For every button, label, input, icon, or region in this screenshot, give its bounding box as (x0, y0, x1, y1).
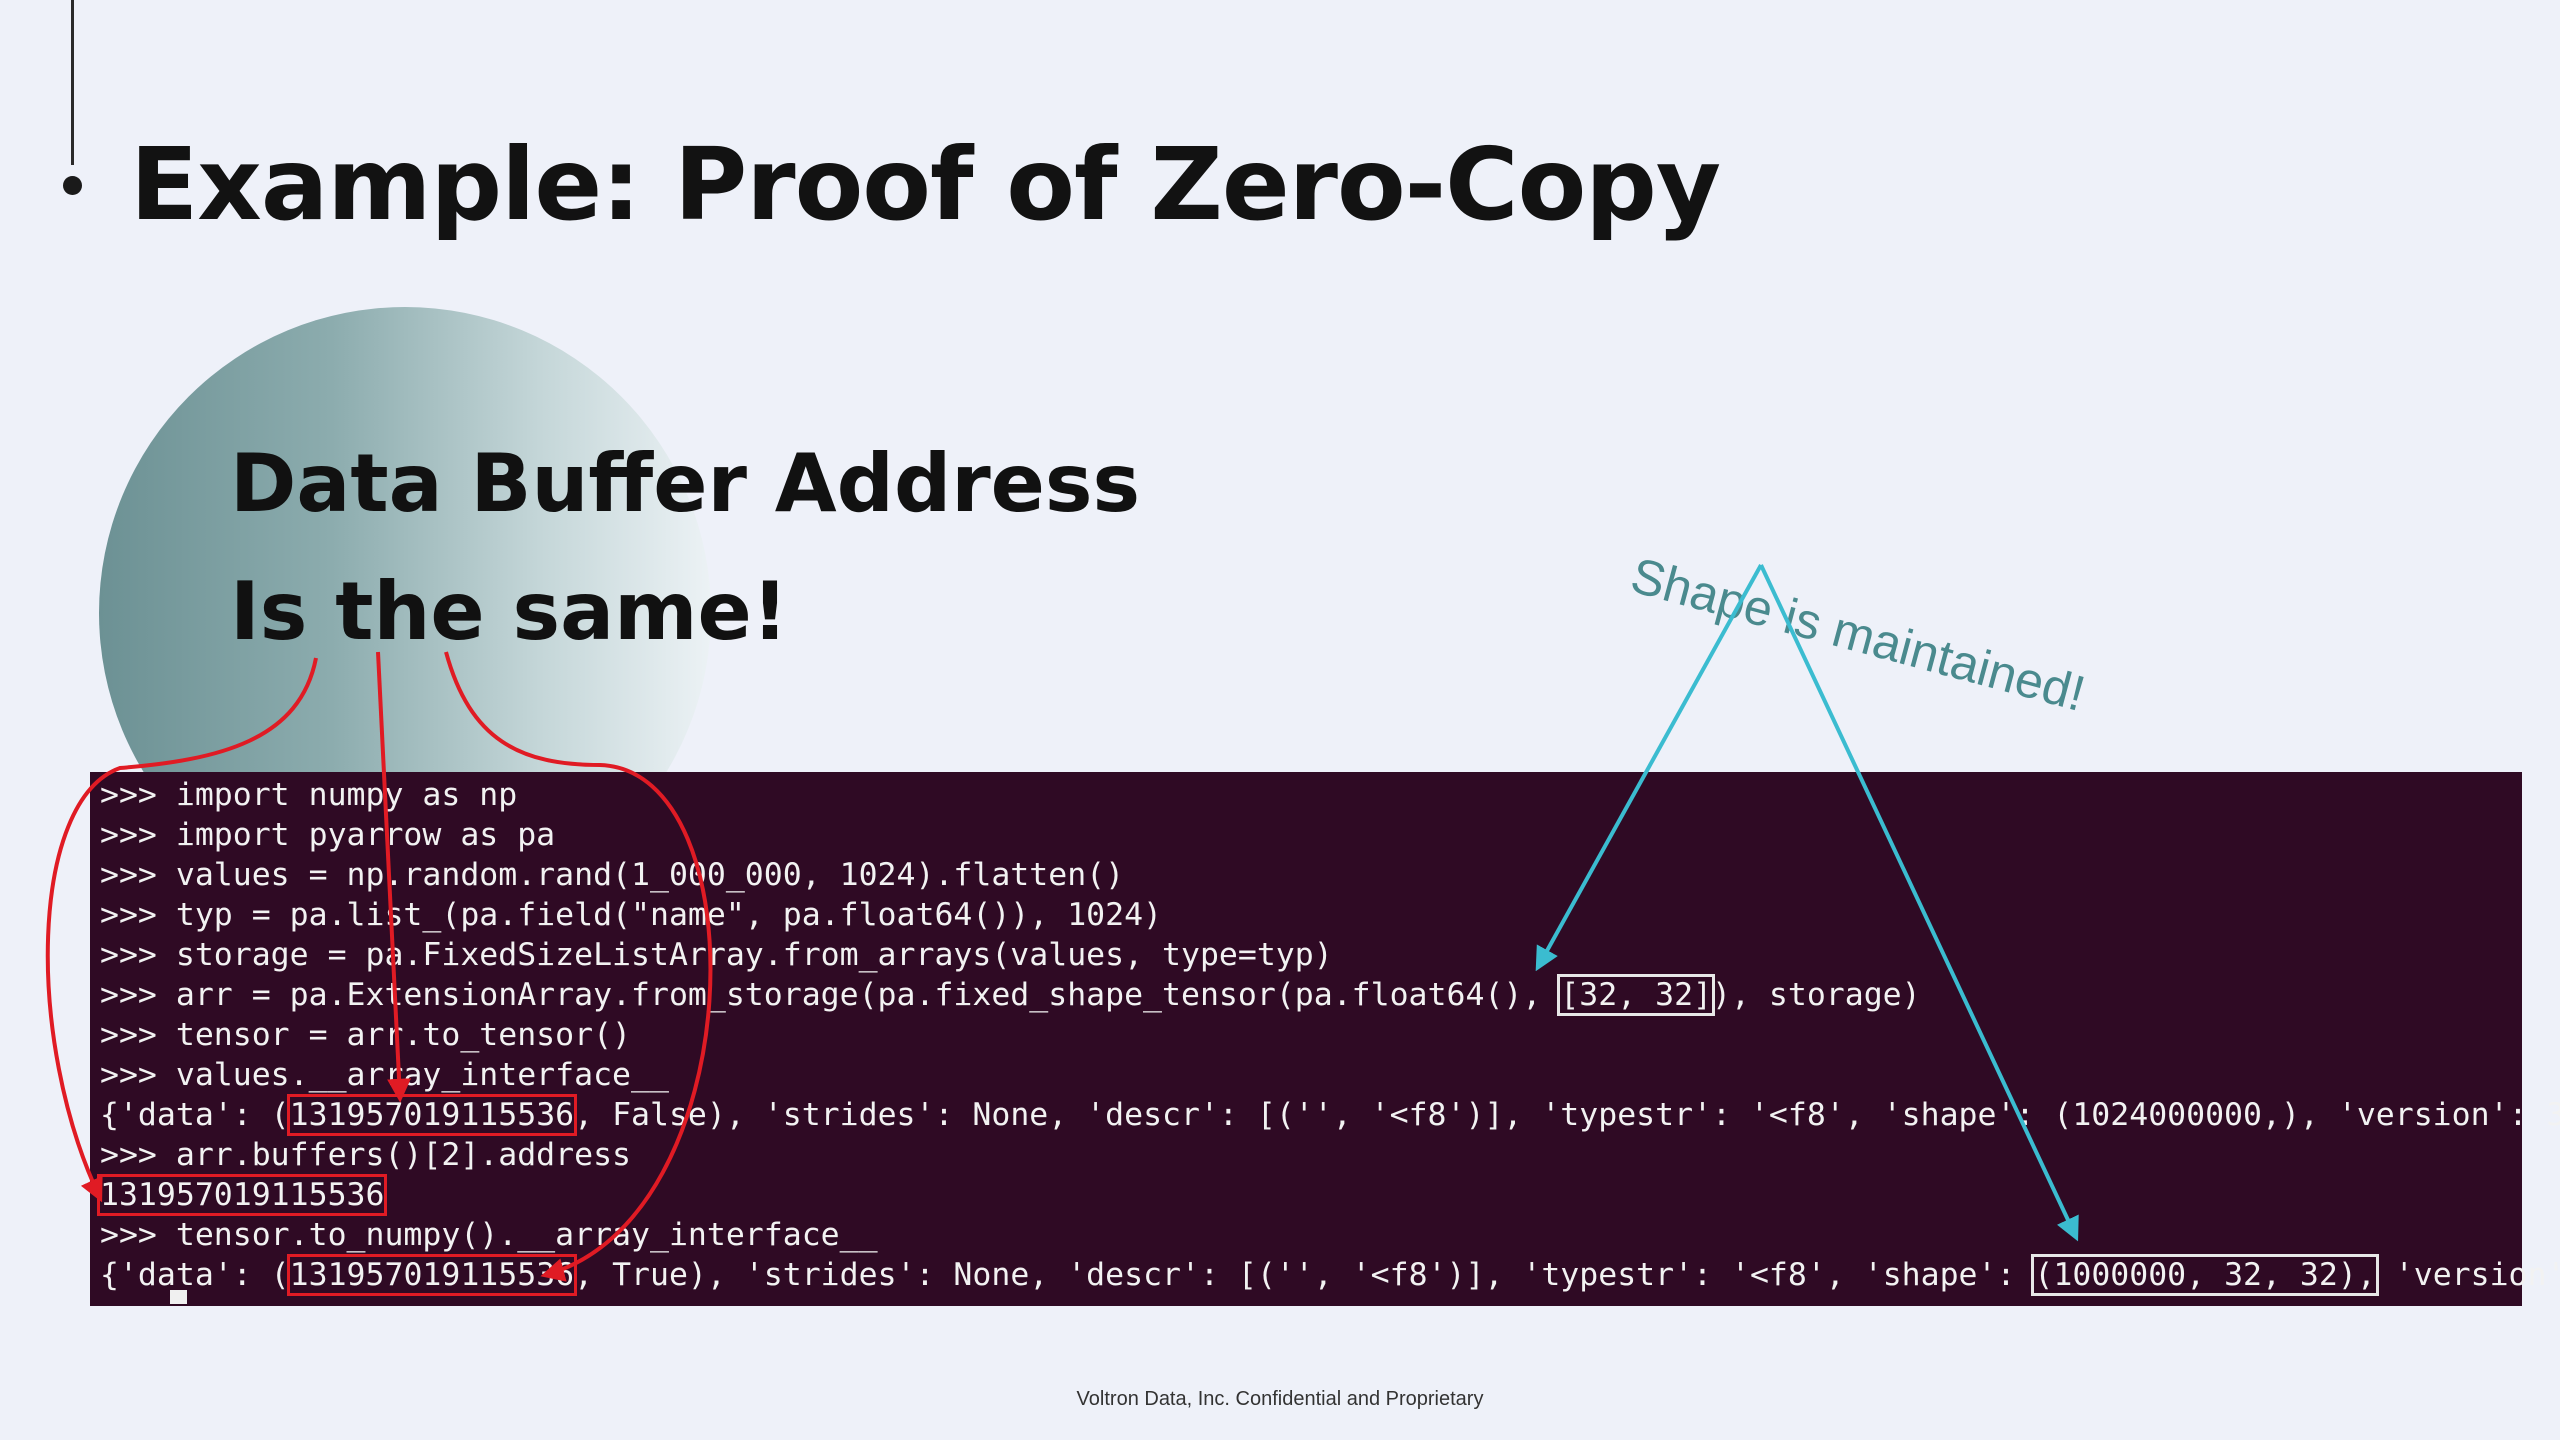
terminal-line-3: >>> values = np.random.rand(1_000_000, 1… (100, 855, 1124, 895)
terminal-line-6: >>> arr = pa.ExtensionArray.from_storage… (100, 974, 1921, 1016)
terminal-cursor (170, 1290, 187, 1304)
footer-text: Voltron Data, Inc. Confidential and Prop… (1076, 1388, 1484, 1410)
terminal-line-12: >>> tensor.to_numpy().__array_interface_… (100, 1215, 878, 1255)
code-text: >>> tensor = arr.to_tensor() (100, 1017, 632, 1053)
teal-arrow-to-output-shape (1759, 564, 2079, 1242)
heading-line-2: Is the same! (230, 565, 789, 658)
code-text: >>> import pyarrow as pa (100, 817, 556, 853)
timeline-dot (63, 176, 82, 195)
terminal-window[interactable]: >>> import numpy as np >>> import pyarro… (90, 772, 2560, 1306)
code-text: >>> values = np.random.rand(1_000_000, 1… (100, 857, 1125, 893)
code-text: >>> tensor.to_numpy().__array_interface_… (100, 1217, 878, 1253)
code-text: , True), 'strides': None, 'descr': [('',… (574, 1257, 2035, 1293)
address-highlight-arrow: 131957019115536 (96, 1174, 388, 1216)
terminal-line-8: >>> values.__array_interface__ (100, 1055, 669, 1095)
code-text: ), storage) (1712, 977, 1921, 1013)
code-text: 'version': 3} (2394, 1257, 2560, 1293)
code-text: >>> values.__array_interface__ (100, 1057, 669, 1093)
code-text: , False), 'strides': None, 'descr': [(''… (574, 1097, 2560, 1133)
timeline-line (71, 0, 74, 165)
code-text: >>> arr = pa.ExtensionArray.from_storage… (100, 977, 1561, 1013)
shape-highlight-input: [32, 32] (1557, 974, 1715, 1016)
code-text: >>> typ = pa.list_(pa.field("name", pa.f… (100, 897, 1163, 933)
code-text: >>> arr.buffers()[2].address (100, 1137, 632, 1173)
terminal-line-10: >>> arr.buffers()[2].address (100, 1135, 631, 1175)
code-text: >>> storage = pa.FixedSizeListArray.from… (100, 937, 1333, 973)
terminal-line-7: >>> tensor = arr.to_tensor() (100, 1015, 631, 1055)
terminal-line-2: >>> import pyarrow as pa (100, 815, 555, 855)
shape-highlight-output: (1000000, 32, 32), (2031, 1254, 2379, 1296)
terminal-line-11: 131957019115536 (96, 1174, 388, 1216)
address-highlight-tensor: 131957019115536 (286, 1254, 578, 1296)
heading-line-1: Data Buffer Address (230, 437, 1141, 530)
terminal-line-9: {'data': (131957019115536, False), 'stri… (100, 1094, 2560, 1136)
red-arrow-middle (376, 651, 412, 1103)
terminal-line-13: {'data': (131957019115536, True), 'strid… (100, 1254, 2560, 1296)
terminal-line-5: >>> storage = pa.FixedSizeListArray.from… (100, 935, 1333, 975)
teal-arrow-to-input-shape (1535, 564, 1763, 972)
red-arrow-right (444, 651, 713, 1282)
slide-title: Example: Proof of Zero-Copy (130, 126, 1721, 243)
terminal-line-4: >>> typ = pa.list_(pa.field("name", pa.f… (100, 895, 1162, 935)
terminal-line-1: >>> import numpy as np (100, 775, 517, 815)
code-text: {'data': ( (100, 1257, 290, 1293)
code-text: >>> import numpy as np (100, 777, 518, 813)
code-text: {'data': ( (100, 1097, 290, 1133)
red-arrow-left (45, 657, 318, 1203)
address-highlight-numpy: 131957019115536 (286, 1094, 578, 1136)
